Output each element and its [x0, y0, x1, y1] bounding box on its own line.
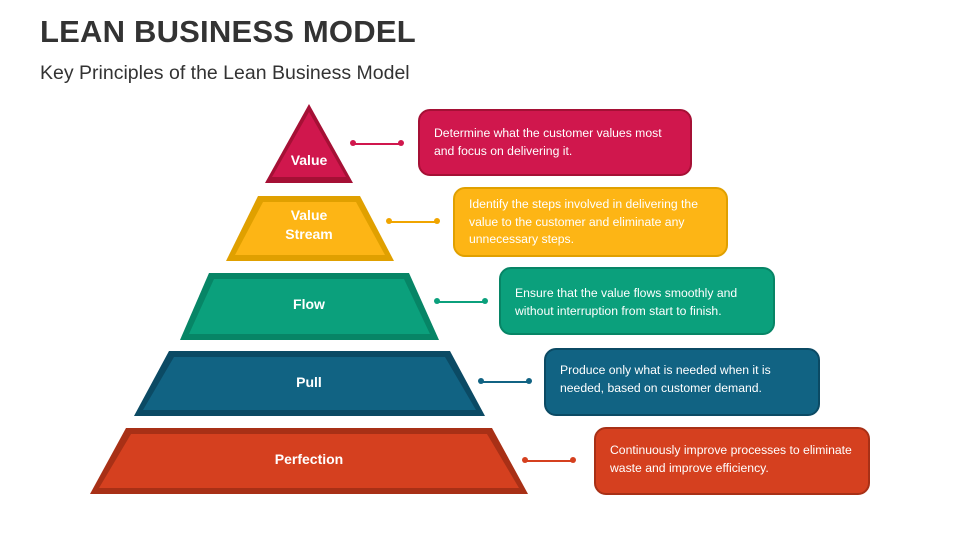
description-box-pull: Produce only what is needed when it is n… [544, 348, 820, 416]
connector-dot-value-end [398, 140, 404, 146]
description-text-pull: Produce only what is needed when it is n… [560, 363, 771, 395]
description-box-flow: Ensure that the value flows smoothly and… [499, 267, 775, 335]
description-text-flow: Ensure that the value flows smoothly and… [515, 286, 738, 318]
tier-label-pull: Pull [229, 373, 389, 392]
connector-dot-pull-start [478, 378, 484, 384]
connector-dot-perfection-end [570, 457, 576, 463]
description-box-value: Determine what the customer values most … [418, 109, 692, 176]
connector-dot-perfection-start [522, 457, 528, 463]
tier-label-perfection-line1: Perfection [274, 451, 344, 467]
page-subtitle: Key Principles of the Lean Business Mode… [40, 62, 410, 84]
connector-dot-flow-end [482, 298, 488, 304]
page-title: LEAN BUSINESS MODEL [40, 14, 416, 49]
tier-label-value-stream: Value Stream [229, 206, 389, 244]
connector-value-stream [389, 221, 437, 223]
connector-dot-flow-start [434, 298, 440, 304]
description-text-value: Determine what the customer values most … [434, 126, 662, 158]
connector-flow [437, 301, 485, 303]
connector-perfection [525, 460, 573, 462]
description-text-value-stream: Identify the steps involved in deliverin… [469, 197, 698, 246]
connector-value [353, 143, 401, 145]
description-box-perfection: Continuously improve processes to elimin… [594, 427, 870, 495]
tier-label-perfection: Perfection [229, 450, 389, 469]
description-box-value-stream: Identify the steps involved in deliverin… [453, 187, 728, 257]
tier-label-value-line1: Value [290, 152, 328, 168]
tier-label-value-stream-line1: Value [290, 207, 328, 223]
connector-dot-value-start [350, 140, 356, 146]
tier-label-value: Value [229, 151, 389, 170]
connector-pull [481, 381, 529, 383]
connector-dot-value-stream-end [434, 218, 440, 224]
tier-label-flow: Flow [229, 295, 389, 314]
tier-label-pull-line1: Pull [296, 374, 322, 390]
tier-label-value-stream-line2: Stream [285, 226, 333, 242]
tier-label-flow-line1: Flow [293, 296, 325, 312]
connector-dot-pull-end [526, 378, 532, 384]
description-text-perfection: Continuously improve processes to elimin… [610, 443, 852, 475]
connector-dot-value-stream-start [386, 218, 392, 224]
